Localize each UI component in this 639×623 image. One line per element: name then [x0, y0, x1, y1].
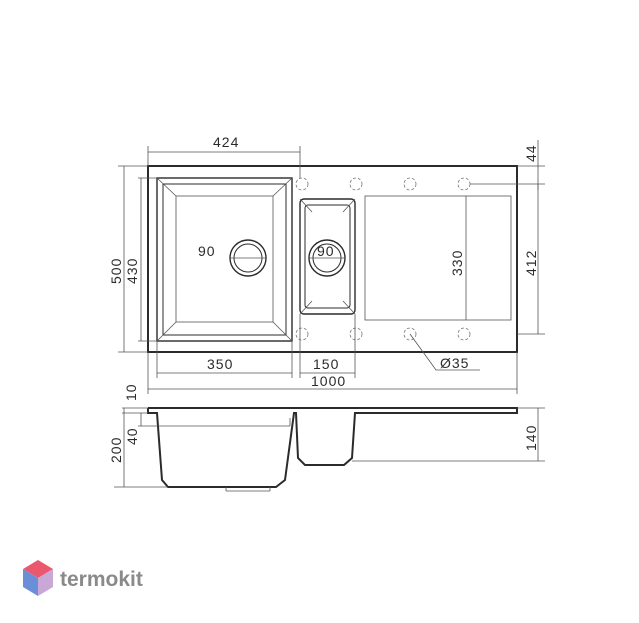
brand-name: termokit: [60, 568, 143, 591]
sink-outline-side: [147, 407, 518, 488]
sink-outline-top: [147, 165, 518, 353]
tap-hole-icon: [295, 177, 309, 191]
drainer-panel: [364, 195, 512, 321]
dim-424-label: 424: [213, 134, 239, 150]
tap-hole-icon: [457, 177, 471, 191]
tap-hole-icon: [457, 327, 471, 341]
small-bowl-inner: [304, 204, 351, 309]
dim-hole-diameter-label: Ø35: [440, 355, 469, 371]
dim-44-label: 44: [523, 144, 539, 162]
termokit-logo-icon: [23, 560, 53, 596]
dim-10-label: 10: [123, 383, 139, 401]
dim-412-label: 412: [523, 250, 539, 276]
tap-hole-icon: [403, 327, 417, 341]
tap-hole-icon: [349, 177, 363, 191]
dim-140-label: 140: [523, 425, 539, 451]
dim-40-label: 40: [124, 427, 140, 445]
large-bowl-inner: [162, 183, 287, 336]
tap-hole-icon: [295, 327, 309, 341]
dim-drain-small-label: 90: [317, 243, 335, 259]
dim-150-label: 150: [313, 356, 339, 372]
tap-hole-icon: [349, 327, 363, 341]
dim-350-label: 350: [207, 356, 233, 372]
dim-drain-large-label: 90: [198, 243, 216, 259]
dim-500-label: 500: [108, 258, 124, 284]
dim-430-label: 430: [124, 258, 140, 284]
small-bowl-outer: [299, 198, 356, 315]
dim-330-label: 330: [449, 250, 465, 276]
tap-hole-icon: [403, 177, 417, 191]
dim-1000-label: 1000: [311, 373, 346, 389]
dim-200-label: 200: [108, 437, 124, 463]
large-bowl-outer: [156, 177, 293, 342]
